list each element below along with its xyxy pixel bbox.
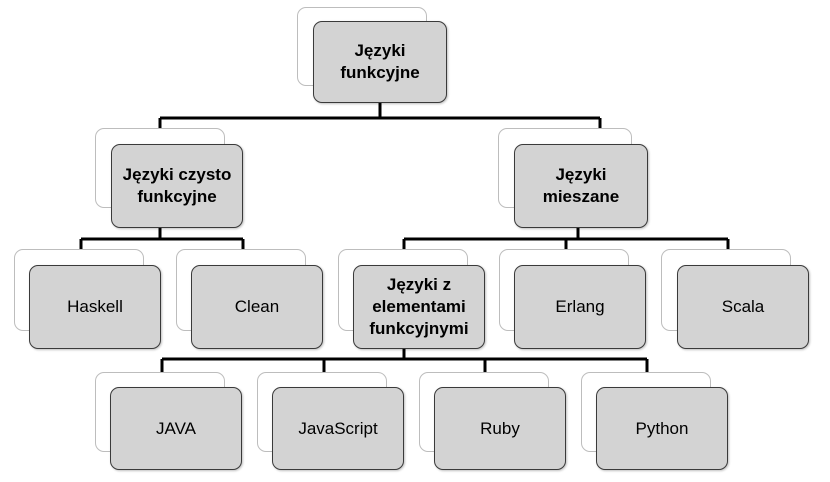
erlang-node: Erlang <box>514 265 646 349</box>
connector-root <box>158 103 602 142</box>
java-label: JAVA <box>156 418 196 438</box>
clean-label: Clean <box>234 297 280 316</box>
scala-label: Scala <box>721 297 765 316</box>
javascript-label: JavaScript <box>298 418 378 438</box>
ruby-node: Ruby <box>434 387 566 470</box>
haskell-label: Haskell <box>67 297 123 316</box>
ruby-label: Ruby <box>480 418 520 438</box>
connector-func-elements <box>160 348 649 386</box>
erlang-label: Erlang <box>555 297 605 316</box>
javascript-node: JavaScript <box>272 387 404 470</box>
java-node: JAVA <box>110 387 242 470</box>
clean-node: Clean <box>191 265 323 349</box>
haskell-node: Haskell <box>29 265 161 349</box>
python-label: Python <box>635 418 689 438</box>
python-node: Python <box>596 387 728 470</box>
connector-pure <box>79 228 245 265</box>
scala-node: Scala <box>677 265 809 349</box>
